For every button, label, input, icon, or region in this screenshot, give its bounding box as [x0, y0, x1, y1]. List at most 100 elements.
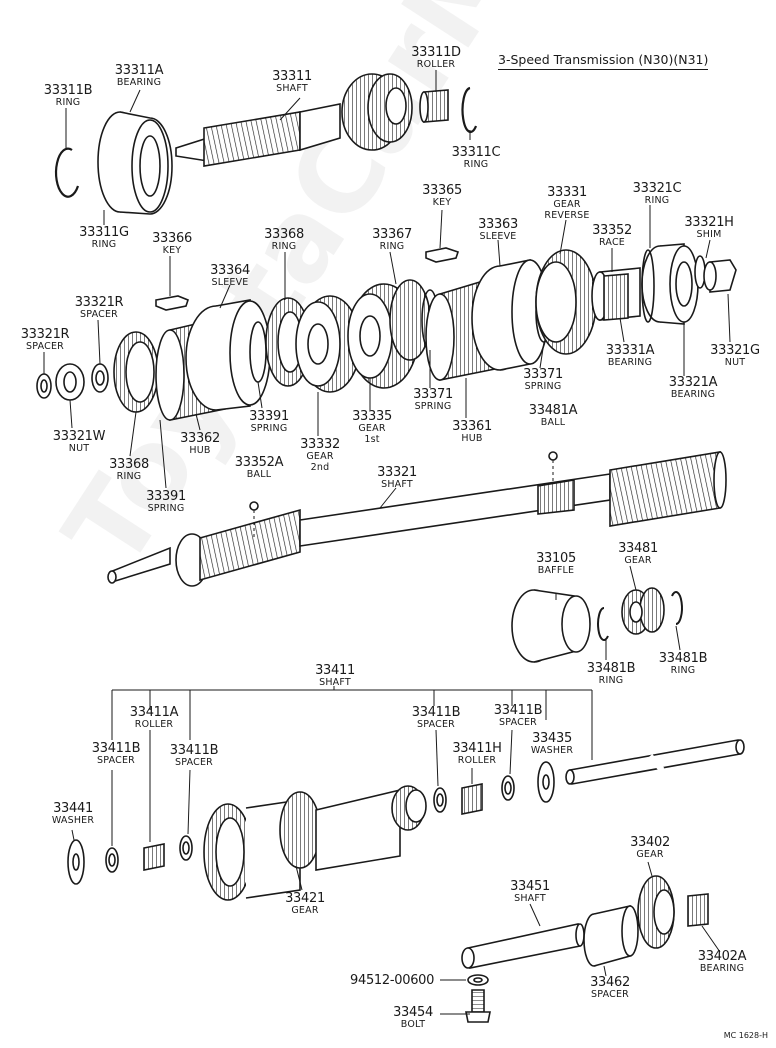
leader-lines: [43, 70, 731, 1015]
bearing-33402A: [687, 893, 709, 927]
key-33366: [155, 295, 189, 311]
nut-33321W: [55, 363, 85, 401]
gear-cluster-33421: [203, 785, 427, 901]
bearing-33311A: [97, 111, 173, 215]
spacer-33411B-c: [433, 787, 447, 813]
key-33365: [425, 247, 460, 263]
bearing-33321A: [641, 243, 699, 325]
label-94512-00600: 94512-00600: [350, 973, 435, 988]
ring-33321C: [641, 249, 655, 323]
ring-33368-left: [113, 331, 159, 413]
sleeve-33364: [185, 299, 271, 411]
diagram-title: 3-Speed Transmission (N30)(N31): [498, 52, 709, 70]
gear-33481: [621, 587, 665, 635]
idler-shaft-33451: [461, 923, 585, 969]
roller-33311D: [419, 89, 449, 123]
ball-33481A: [548, 451, 558, 484]
gear-reverse-33331: [535, 249, 597, 355]
spacer-33321R-left: [36, 373, 52, 399]
spacer-33321R: [91, 363, 109, 393]
ring-33481B-right: [671, 591, 683, 625]
ball-33352A: [249, 501, 259, 540]
spacer-33462: [583, 905, 639, 967]
washer-94512-00600: [467, 974, 489, 986]
diagram-code: MC 1628-H: [723, 1031, 768, 1040]
bearing-33331A: [603, 273, 629, 321]
roller-33411A: [143, 843, 165, 871]
bolt-33454: [465, 989, 491, 1023]
ring-33311C: [461, 86, 478, 134]
ring-33311B: [54, 147, 80, 198]
ring-33481B-left: [597, 607, 609, 641]
washer-33441: [67, 839, 85, 885]
baffle-33105: [511, 589, 591, 663]
sleeve-33363: [471, 259, 549, 371]
spacer-33411B-a: [105, 847, 119, 873]
ring-33367: [389, 279, 431, 361]
input-shaft-33311: [175, 73, 413, 167]
nut-33321G: [703, 259, 737, 293]
roller-33411H: [461, 783, 483, 815]
countershaft-33411: [565, 739, 745, 785]
gear-2nd-33332: [295, 295, 361, 393]
washer-33435: [537, 761, 555, 803]
output-shaft-33321: [107, 451, 727, 587]
spacer-33411B-d: [501, 775, 515, 801]
gear-33402: [637, 875, 675, 949]
spacer-33411B-b: [179, 835, 193, 861]
